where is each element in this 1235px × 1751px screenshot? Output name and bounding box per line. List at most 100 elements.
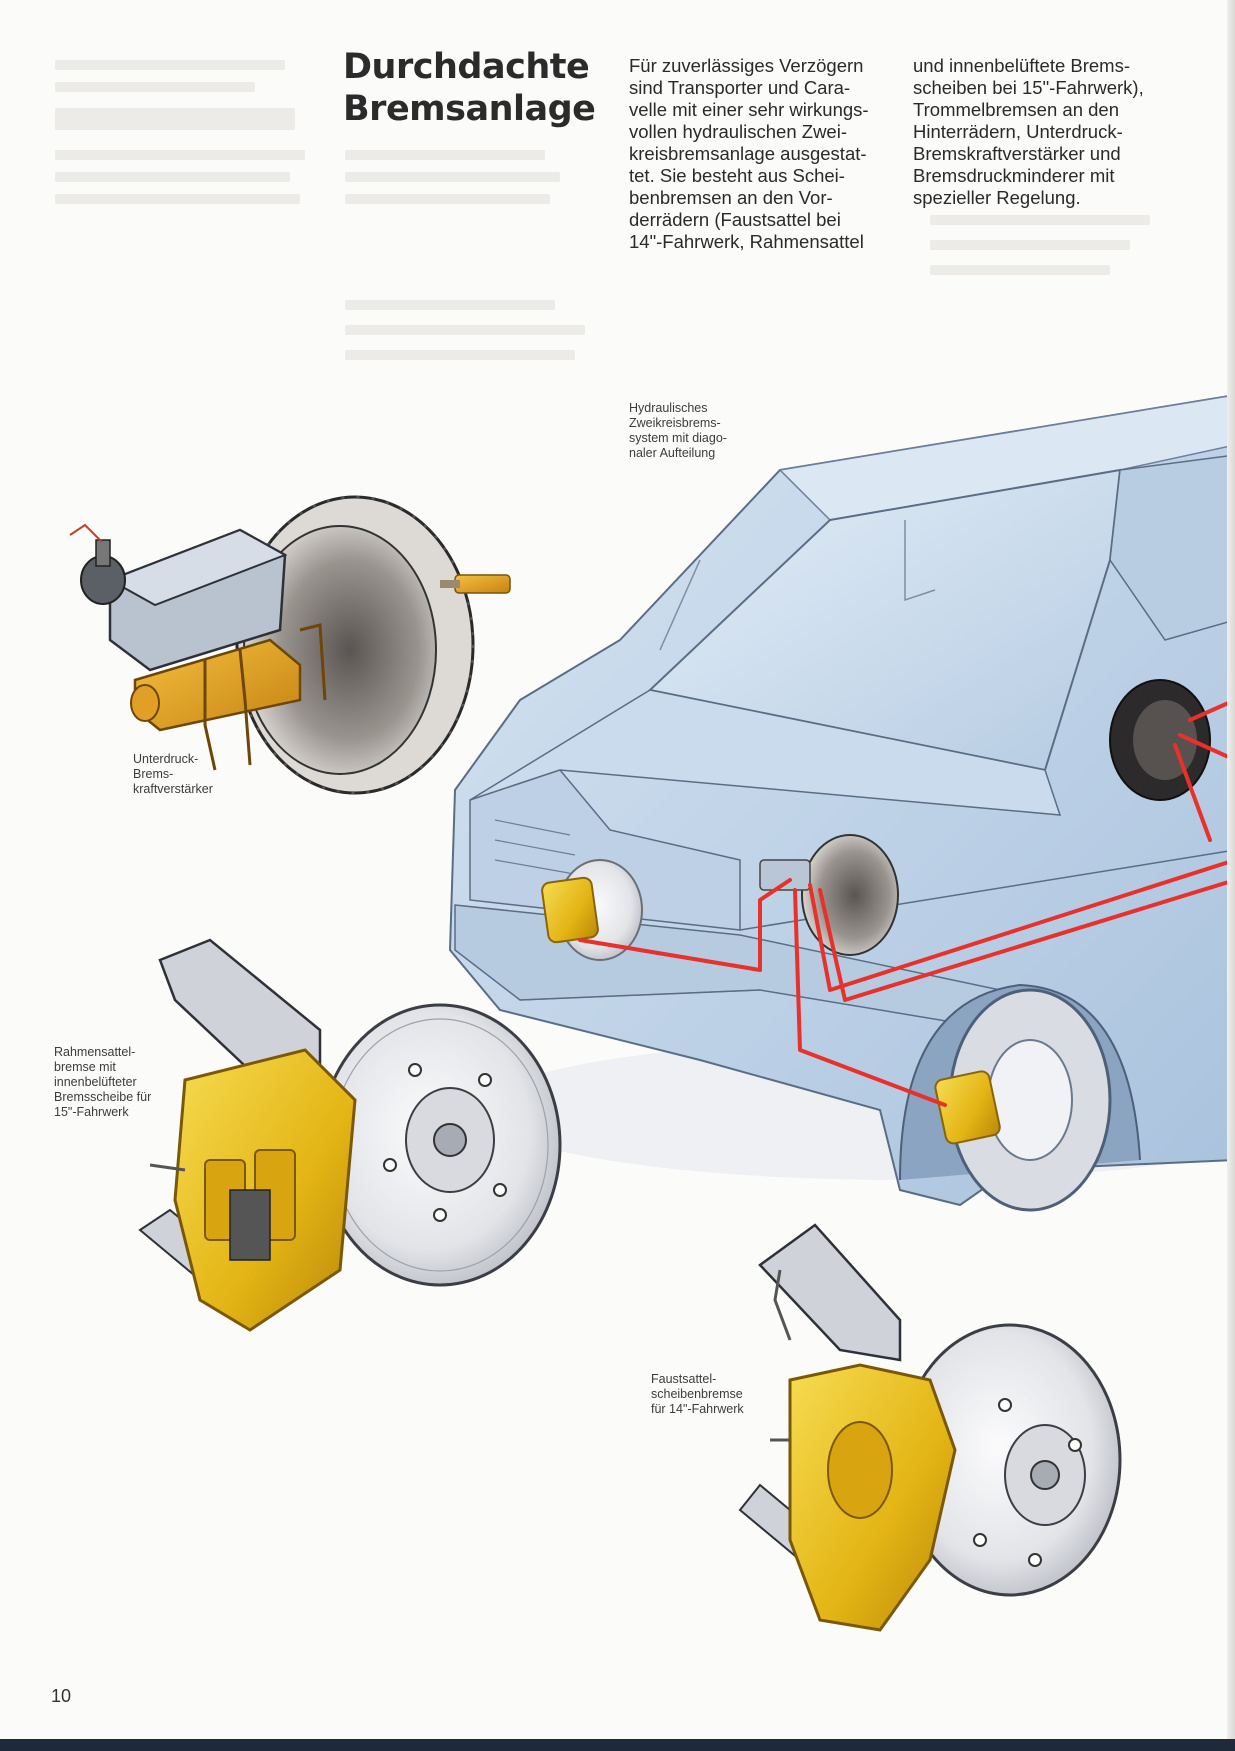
grille-slats <box>494 819 581 876</box>
brake-hose <box>773 1269 792 1341</box>
caption-line: Hydraulisches <box>629 401 708 415</box>
show-through-text <box>930 265 1110 275</box>
body-line: 14"-Fahrwerk, Rahmensattel <box>629 231 864 252</box>
brake-line-front-left <box>578 878 792 972</box>
front-grille-panel <box>469 769 741 931</box>
brake-pipes <box>203 623 327 771</box>
bolt-hole <box>493 1183 507 1197</box>
engine-bay-master-cylinder <box>759 859 811 891</box>
reservoir-top <box>107 528 288 607</box>
body-text-column-1: Für zuverlässiges Verzögern sind Transpo… <box>629 55 887 253</box>
body-line: Bremskraftverstärker und <box>913 143 1121 164</box>
bolt-hole <box>478 1073 492 1087</box>
van-illustration <box>448 393 1235 1212</box>
body-text-column-2: und innenbelüftete Brems- scheiben bei 1… <box>913 55 1171 209</box>
body-line: velle mit einer sehr wirkungs- <box>629 99 869 120</box>
van-roof <box>778 394 1235 521</box>
bolt-hole <box>973 1533 987 1547</box>
caption-floating-caliper: Faustsattel- scheibenbremse für 14"-Fahr… <box>651 1372 744 1417</box>
bolt-hole <box>998 1398 1012 1412</box>
bumper-line <box>519 989 761 1001</box>
caption-line: naler Aufteilung <box>629 446 716 460</box>
body-line: benbremsen an den Vor- <box>629 187 833 208</box>
body-line: scheiben bei 15"-Fahrwerk), <box>913 77 1144 98</box>
page-number: 10 <box>51 1686 72 1706</box>
hub-nut <box>1030 1460 1060 1490</box>
body-line: sind Transporter und Cara- <box>629 77 851 98</box>
steering-knuckle <box>758 1223 902 1362</box>
show-through-text <box>55 82 255 92</box>
caliper-piston <box>827 1421 893 1519</box>
show-through-text <box>930 240 1130 250</box>
show-through-text <box>345 194 550 204</box>
caption-line: system mit diago- <box>629 431 727 445</box>
show-through-text <box>55 150 305 160</box>
windscreen-reflection <box>659 559 701 651</box>
show-through-text <box>55 194 300 204</box>
scan-bottom-edge <box>0 1739 1235 1751</box>
hood <box>469 689 1062 816</box>
body-line: spezieller Regelung. <box>913 187 1081 208</box>
title-line: Bremsanlage <box>343 89 596 129</box>
title-line: Durchdachte <box>343 47 590 87</box>
brake-line-rear-2 <box>818 878 1235 1002</box>
show-through-text <box>55 60 285 70</box>
body-line: kreisbremsanlage ausgestat- <box>629 143 867 164</box>
caption-line: 15"-Fahrwerk <box>54 1105 129 1119</box>
show-through-text <box>55 108 295 130</box>
show-through-text <box>345 300 555 310</box>
caption-line: Zweikreisbrems- <box>629 416 721 430</box>
caption-frame-caliper: Rahmensattel- bremse mit innenbelüfteter… <box>54 1045 151 1120</box>
caption-brake-booster: Unterdruck- Brems- kraftverstärker <box>133 752 213 797</box>
body-line: Hinterrädern, Unterdruck- <box>913 121 1123 142</box>
frame-caliper-assembly <box>138 938 562 1332</box>
front-left-caliper <box>541 876 599 944</box>
sensor-wire <box>69 523 103 543</box>
body-line: tet. Sie besteht aus Schei- <box>629 165 845 186</box>
master-cylinder-end <box>130 684 160 722</box>
caption-line: Bremsscheibe für <box>54 1090 152 1104</box>
page-edge <box>1227 0 1235 1751</box>
brake-line-rear-1 <box>808 858 1235 992</box>
windscreen <box>647 468 1122 772</box>
push-rod <box>440 580 460 588</box>
body-line: und innenbelüftete Brems- <box>913 55 1130 76</box>
hub-nut <box>433 1123 467 1157</box>
bolt-hole <box>433 1208 447 1222</box>
front-right-caliper <box>934 1070 1001 1145</box>
show-through-text <box>345 350 575 360</box>
brake-pad <box>229 1189 271 1261</box>
body-line: Bremsdruckminderer mit <box>913 165 1115 186</box>
show-through-text <box>345 172 560 182</box>
show-through-text <box>930 215 1150 225</box>
caption-line: Faustsattel- <box>651 1372 717 1386</box>
caption-line: Brems- <box>133 767 174 781</box>
body-line: Für zuverlässiges Verzögern <box>629 55 864 76</box>
caption-line: bremse mit <box>54 1060 116 1074</box>
caption-line: Rahmensattel- <box>54 1045 136 1059</box>
caption-line: kraftverstärker <box>133 782 213 796</box>
bolt-hole <box>1068 1438 1082 1452</box>
brake-line-front-right <box>793 888 947 1107</box>
booster-rim-bolts <box>236 496 474 794</box>
push-rod-clevis <box>454 574 511 594</box>
show-through-text <box>345 150 545 160</box>
body-line: derrädern (Faustsattel bei <box>629 209 841 230</box>
caption-line: für 14"-Fahrwerk <box>651 1402 744 1416</box>
wheel-hub <box>987 1039 1073 1161</box>
body-line: vollen hydraulischen Zwei- <box>629 121 847 142</box>
body-line: Trommelbremsen an den <box>913 99 1119 120</box>
bolt-hole <box>408 1063 422 1077</box>
caption-line: Unterdruck- <box>133 752 199 766</box>
brake-line-rear-branch <box>1173 733 1235 842</box>
bolt-hole <box>1028 1553 1042 1567</box>
bleed-nipple <box>149 1163 186 1172</box>
page-title: Durchdachte Bremsanlage <box>343 46 596 130</box>
caption-line: innenbelüfteter <box>54 1075 137 1089</box>
show-through-text <box>345 325 585 335</box>
windscreen-reflection <box>904 520 936 602</box>
bolt-hole <box>383 1158 397 1172</box>
caption-hydraulic-system: Hydraulisches Zweikreisbrems- system mit… <box>629 401 727 461</box>
